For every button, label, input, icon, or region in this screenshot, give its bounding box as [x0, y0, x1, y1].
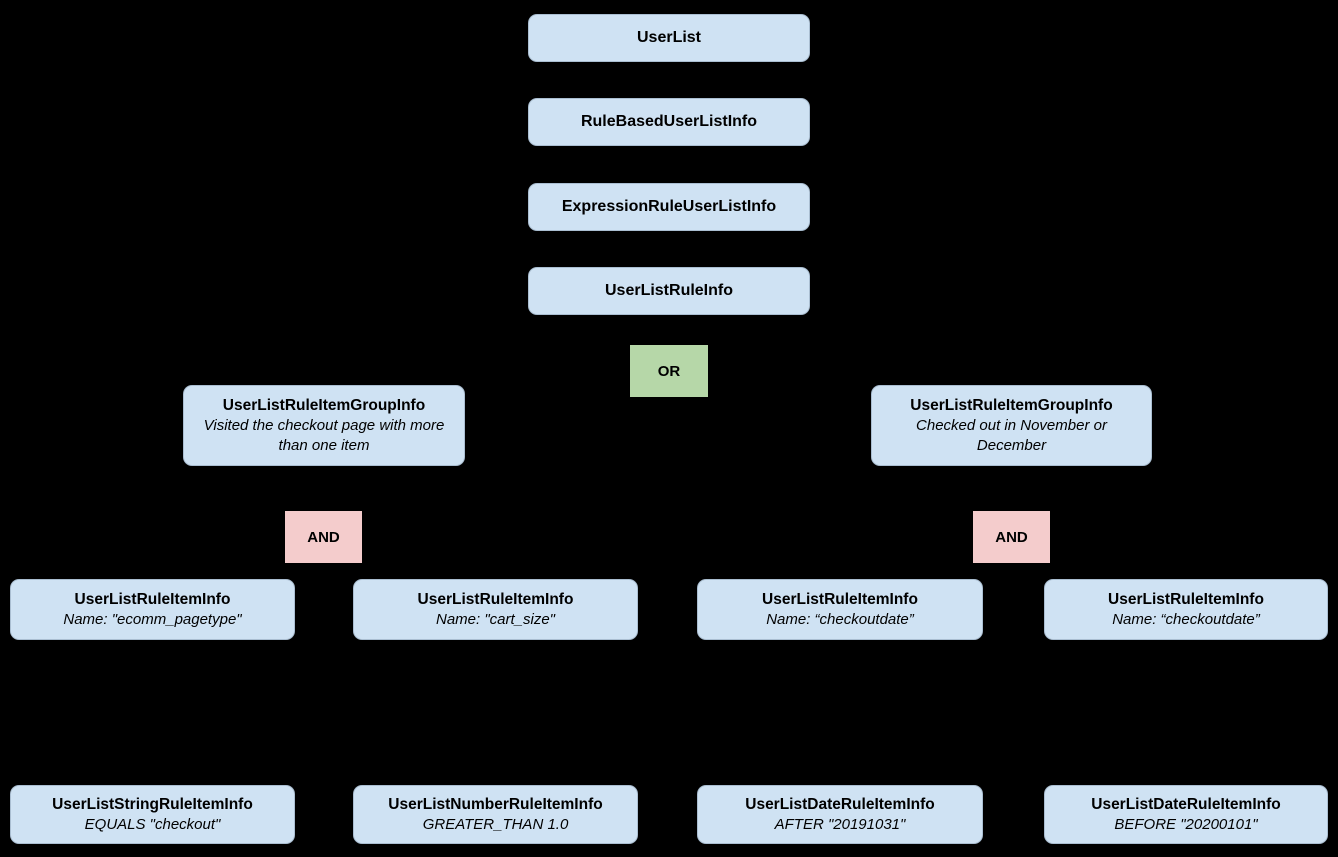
node-leaf-title: UserListDateRuleItemInfo: [745, 795, 935, 813]
node-ruleitem-title: UserListRuleItemInfo: [762, 590, 918, 608]
node-rulebaseduserlistinfo-label: RuleBasedUserListInfo: [580, 113, 758, 130]
and-operator-node-left: AND: [285, 511, 362, 563]
node-group-left-description: Visited the checkout page with more than…: [203, 416, 445, 454]
node-group-right-title: UserListRuleItemGroupInfo: [910, 396, 1113, 414]
and-operator-label: AND: [307, 528, 340, 546]
and-operator-node-right: AND: [973, 511, 1050, 563]
node-userlistruleinfo: UserListRuleInfo: [528, 267, 810, 315]
node-rulebaseduserlistinfo: RuleBasedUserListInfo: [528, 98, 810, 146]
node-ruleitem-cart-size: UserListRuleItemInfo Name: "cart_size": [353, 579, 638, 640]
node-userlistruleinfo-label: UserListRuleInfo: [604, 282, 733, 299]
node-leaf-description: EQUALS "checkout": [84, 815, 221, 833]
or-operator-node: OR: [630, 345, 708, 397]
node-stringruleiteminfo: UserListStringRuleItemInfo EQUALS "check…: [10, 785, 295, 844]
node-leaf-description: GREATER_THAN 1.0: [422, 815, 569, 833]
node-ruleitem-description: Name: “checkoutdate”: [766, 610, 914, 628]
node-expressionruleuserlistinfo: ExpressionRuleUserListInfo: [528, 183, 810, 231]
node-leaf-description: AFTER "20191031": [774, 815, 906, 833]
node-ruleitem-checkoutdate-1: UserListRuleItemInfo Name: “checkoutdate…: [697, 579, 983, 640]
node-ruleitem-title: UserListRuleItemInfo: [1108, 590, 1264, 608]
node-userlist: UserList: [528, 14, 810, 62]
node-ruleitem-description: Name: "cart_size": [435, 610, 556, 628]
or-operator-label: OR: [657, 362, 681, 380]
node-expressionruleuserlistinfo-label: ExpressionRuleUserListInfo: [561, 198, 777, 215]
node-ruleitem-title: UserListRuleItemInfo: [74, 590, 231, 608]
node-group-right: UserListRuleItemGroupInfo Checked out in…: [871, 385, 1152, 466]
and-operator-label: AND: [995, 528, 1028, 546]
node-ruleitem-description: Name: "ecomm_pagetype": [63, 610, 242, 628]
node-numberruleiteminfo: UserListNumberRuleItemInfo GREATER_THAN …: [353, 785, 638, 844]
node-ruleitem-checkoutdate-2: UserListRuleItemInfo Name: “checkoutdate…: [1044, 579, 1328, 640]
node-leaf-title: UserListDateRuleItemInfo: [1091, 795, 1281, 813]
node-ruleitem-title: UserListRuleItemInfo: [417, 590, 574, 608]
node-leaf-title: UserListStringRuleItemInfo: [52, 795, 253, 813]
node-group-left-title: UserListRuleItemGroupInfo: [222, 396, 426, 414]
node-userlist-label: UserList: [636, 29, 702, 46]
node-ruleitem-description: Name: “checkoutdate”: [1112, 610, 1260, 628]
node-group-left: UserListRuleItemGroupInfo Visited the ch…: [183, 385, 465, 466]
node-ruleitem-ecomm-pagetype: UserListRuleItemInfo Name: "ecomm_pagety…: [10, 579, 295, 640]
node-leaf-title: UserListNumberRuleItemInfo: [388, 795, 603, 813]
node-leaf-description: BEFORE "20200101": [1114, 815, 1258, 833]
node-group-right-description: Checked out in November or December: [916, 416, 1107, 454]
node-dateruleiteminfo-before: UserListDateRuleItemInfo BEFORE "2020010…: [1044, 785, 1328, 844]
node-dateruleiteminfo-after: UserListDateRuleItemInfo AFTER "20191031…: [697, 785, 983, 844]
